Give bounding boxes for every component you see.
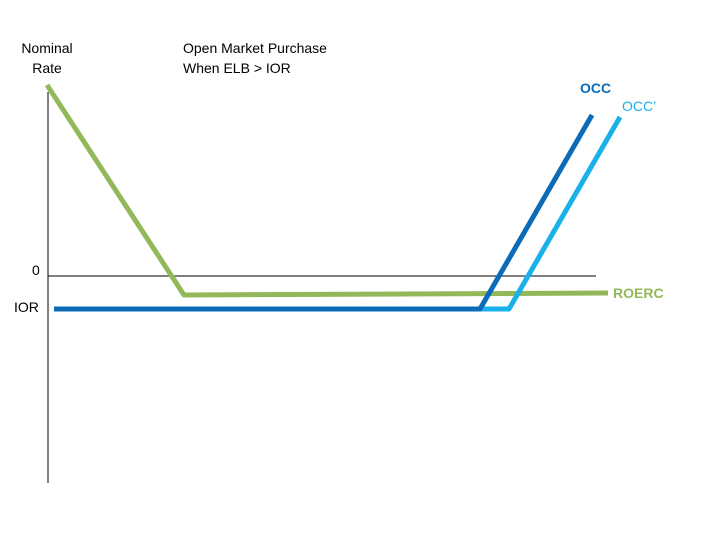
y-axis-title-line1: Nominal [21,40,73,56]
roerc-label: ROERC [613,285,664,301]
occ-prime-label: OCC’ [622,98,657,114]
occ-label: OCC [580,80,612,96]
diagram-heading: Open Market Purchase When ELB > IOR [183,38,327,78]
heading-line2: When ELB > IOR [183,60,291,76]
heading-line1: Open Market Purchase [183,40,327,56]
roerc-curve [44,83,609,298]
tick-label-ior: IOR [14,299,39,315]
tick-label-zero: 0 [32,262,40,278]
occ-curve [54,113,595,312]
y-axis-title-line2: Rate [32,60,62,76]
occ-prime-curve [480,115,623,312]
y-axis-title: Nominal Rate [14,38,80,78]
